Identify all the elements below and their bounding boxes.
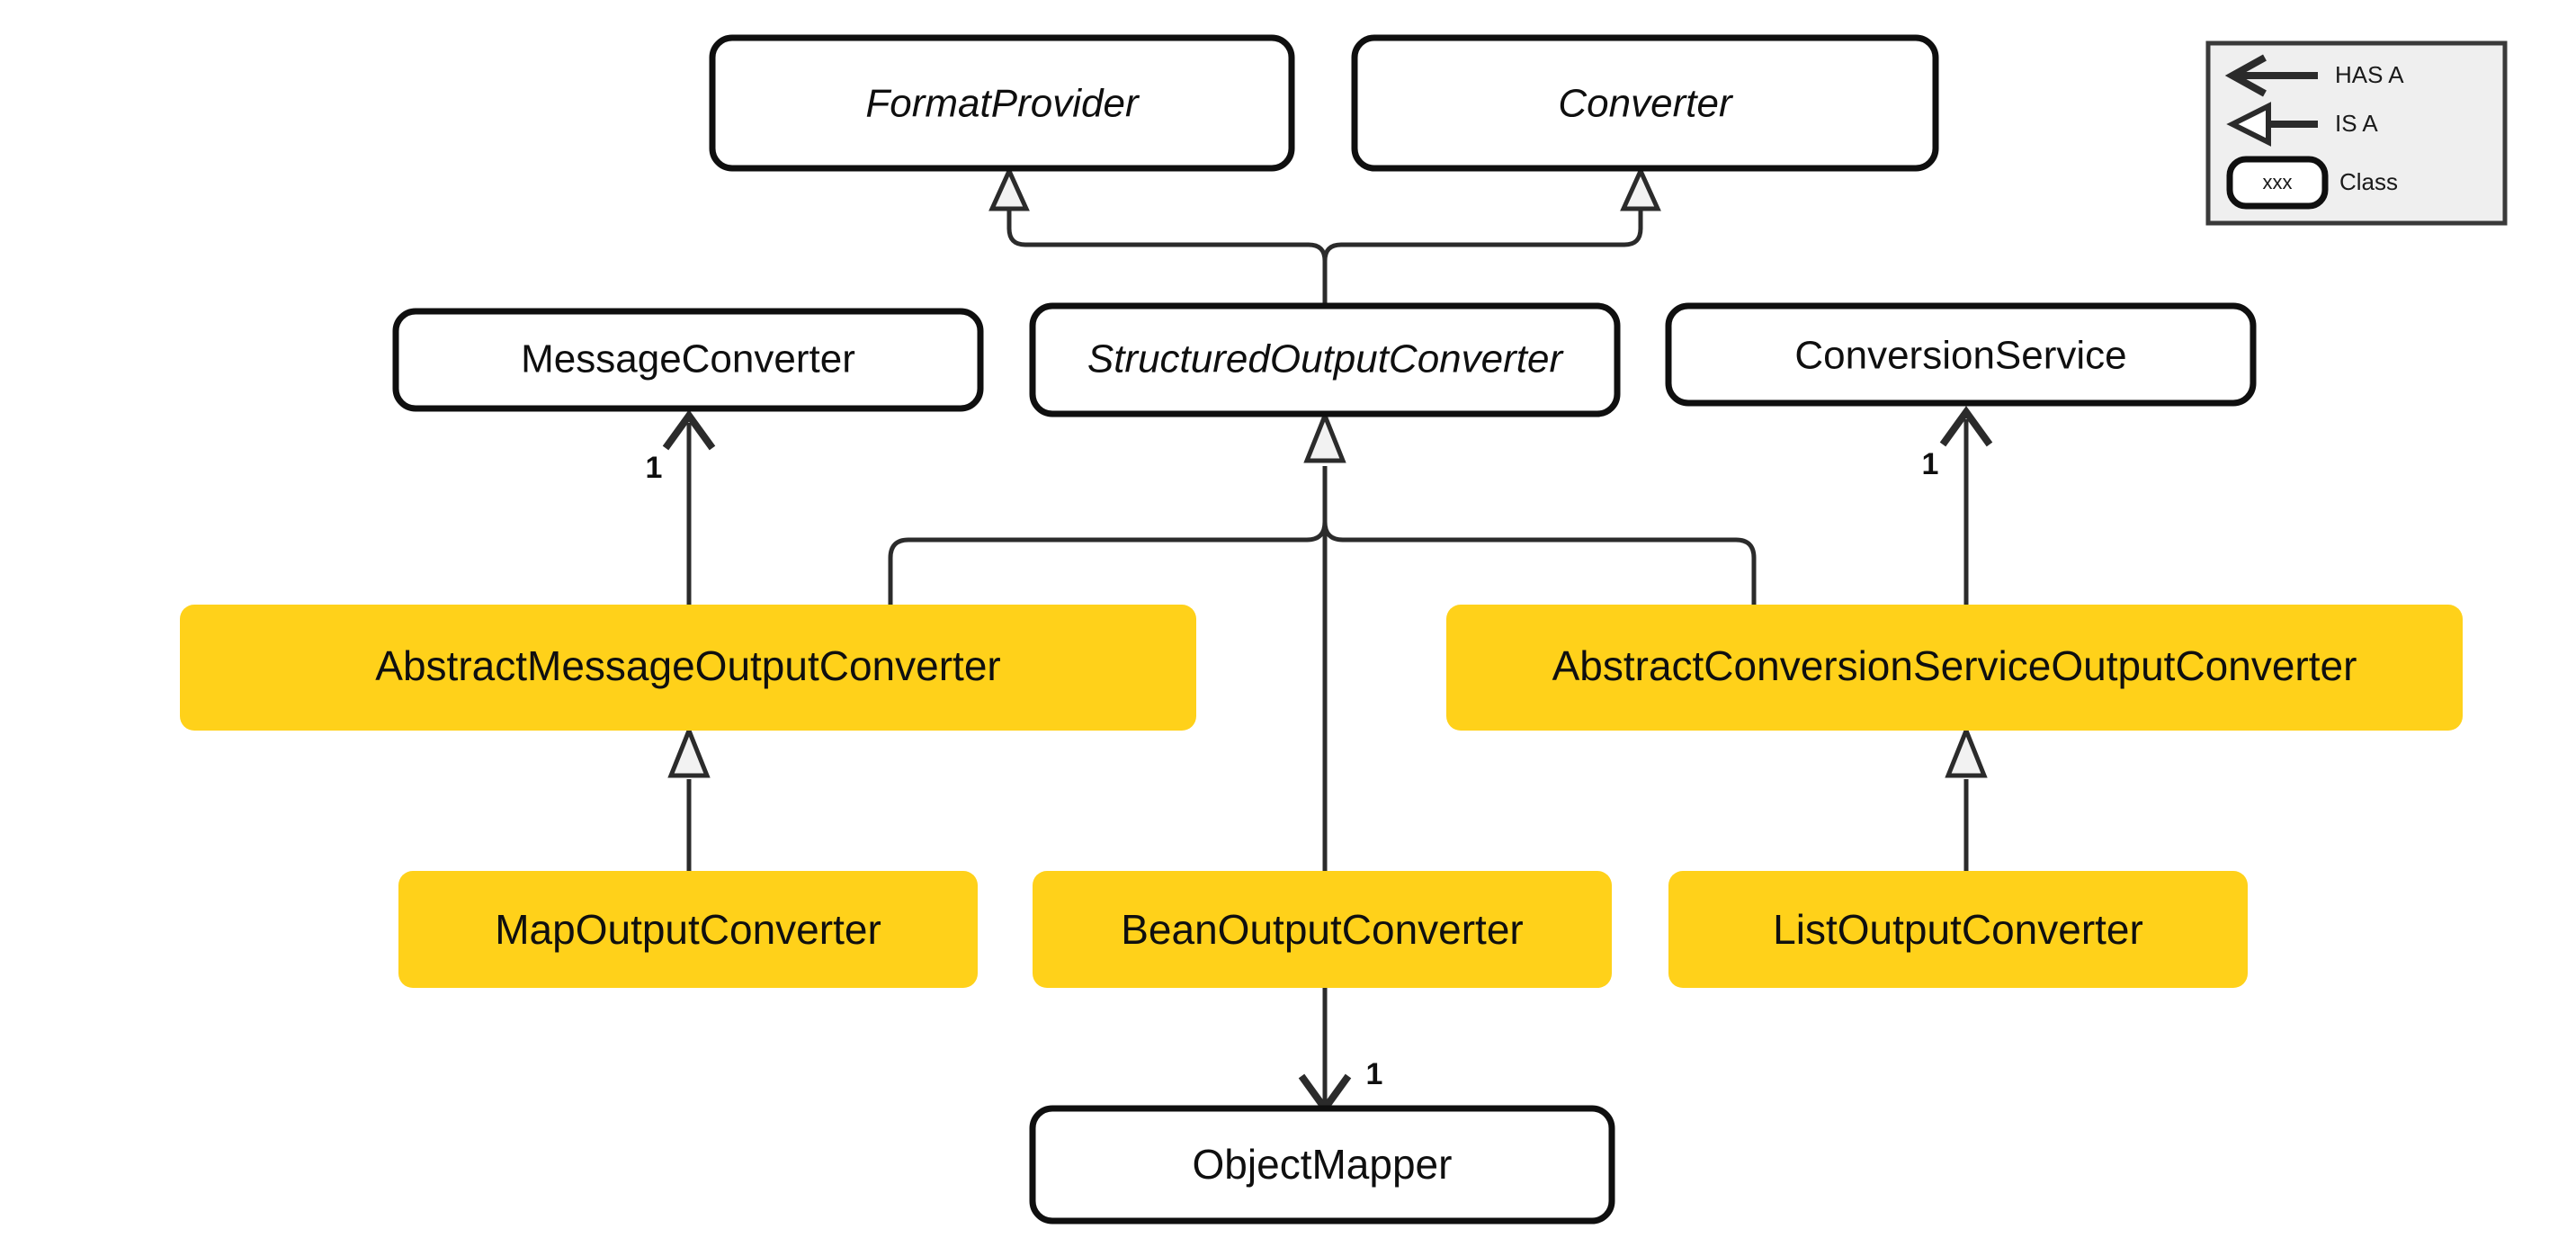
node-abstract-conversion-service-output-converter[interactable]: AbstractConversionServiceOutputConverter (1446, 605, 2463, 731)
node-list-output-converter-label: ListOutputConverter (1773, 906, 2143, 953)
node-message-converter[interactable]: MessageConverter (392, 308, 984, 412)
node-converter[interactable]: Converter (1351, 34, 1939, 172)
inheritance-triangle-abstract-conversion-service-output-converter (1945, 724, 1988, 778)
node-map-output-converter-label: MapOutputConverter (495, 906, 881, 953)
node-message-converter-box (392, 308, 984, 412)
node-bean-output-converter-label: BeanOutputConverter (1121, 906, 1524, 953)
node-conversion-service-label: ConversionService (1794, 334, 2126, 378)
node-converter-label: Converter (1558, 82, 1734, 126)
edge-layer (662, 165, 1993, 1115)
legend-label-is-a: IS A (2335, 110, 2378, 137)
legend-label-has-a: HAS A (2335, 61, 2404, 88)
node-conversion-service[interactable]: ConversionService (1665, 302, 2257, 407)
node-message-converter-label: MessageConverter (521, 337, 855, 381)
node-layer: FormatProvider Converter MessageConverte… (180, 34, 2463, 1225)
legend-class-sample-box (2226, 156, 2329, 210)
node-structured-output-converter-label: StructuredOutputConverter (1087, 337, 1565, 381)
node-structured-output-converter-box (1029, 302, 1621, 417)
edge-structured-to-converter (1322, 200, 1643, 306)
edge-abstractmsg-to-structured (888, 466, 1328, 605)
multiplicity-conversion-service: 1 (1922, 447, 1939, 481)
node-object-mapper-label: ObjectMapper (1193, 1141, 1453, 1188)
inheritance-triangle-format-provider (988, 165, 1030, 211)
is-a-triangle-icon (2226, 102, 2271, 147)
multiplicity-message-converter: 1 (646, 451, 663, 485)
multiplicity-object-mapper: 1 (1366, 1057, 1383, 1091)
has-a-arrowhead-icon (2224, 54, 2267, 97)
legend-row-class: xxx Class (2226, 156, 2398, 210)
node-bean-output-converter[interactable]: BeanOutputConverter (1033, 871, 1612, 988)
node-abstract-conversion-service-output-converter-label: AbstractConversionServiceOutputConverter (1552, 642, 2357, 689)
edge-structured-to-parents (1006, 200, 1328, 306)
legend-row-is-a: IS A (2226, 102, 2378, 147)
open-arrowhead-conversion-service (1939, 406, 1993, 447)
node-format-provider-label: FormatProvider (865, 82, 1140, 126)
legend-row-has-a: HAS A (2224, 54, 2404, 97)
edge-abstractconv-to-structured (1322, 466, 1757, 605)
node-object-mapper-box (1029, 1105, 1615, 1225)
node-conversion-service-box (1665, 302, 2257, 407)
node-structured-output-converter[interactable]: StructuredOutputConverter (1029, 302, 1621, 417)
inheritance-triangle-abstract-message-output-converter (667, 724, 711, 778)
legend-class-sample-text: xxx (2263, 171, 2293, 193)
node-bean-output-converter-box (1033, 871, 1612, 988)
node-abstract-conversion-service-output-converter-box (1446, 605, 2463, 731)
node-converter-box (1351, 34, 1939, 172)
multiplicity-layer: 1 1 1 (646, 447, 1939, 1091)
legend-label-class: Class (2339, 168, 2398, 195)
node-format-provider-box (709, 34, 1295, 172)
legend: HAS A IS A xxx Class (2205, 40, 2508, 226)
node-list-output-converter[interactable]: ListOutputConverter (1668, 871, 2248, 988)
inheritance-triangle-converter (1620, 165, 1661, 211)
inheritance-triangle-structured-output-converter (1303, 409, 1346, 463)
node-object-mapper[interactable]: ObjectMapper (1029, 1105, 1615, 1225)
node-abstract-message-output-converter[interactable]: AbstractMessageOutputConverter (180, 605, 1196, 731)
node-map-output-converter-box (398, 871, 978, 988)
node-list-output-converter-box (1668, 871, 2248, 988)
open-arrowhead-message-converter (662, 409, 716, 451)
node-format-provider[interactable]: FormatProvider (709, 34, 1295, 172)
node-map-output-converter[interactable]: MapOutputConverter (398, 871, 978, 988)
node-abstract-message-output-converter-label: AbstractMessageOutputConverter (375, 642, 1000, 689)
node-abstract-message-output-converter-box (180, 605, 1196, 731)
